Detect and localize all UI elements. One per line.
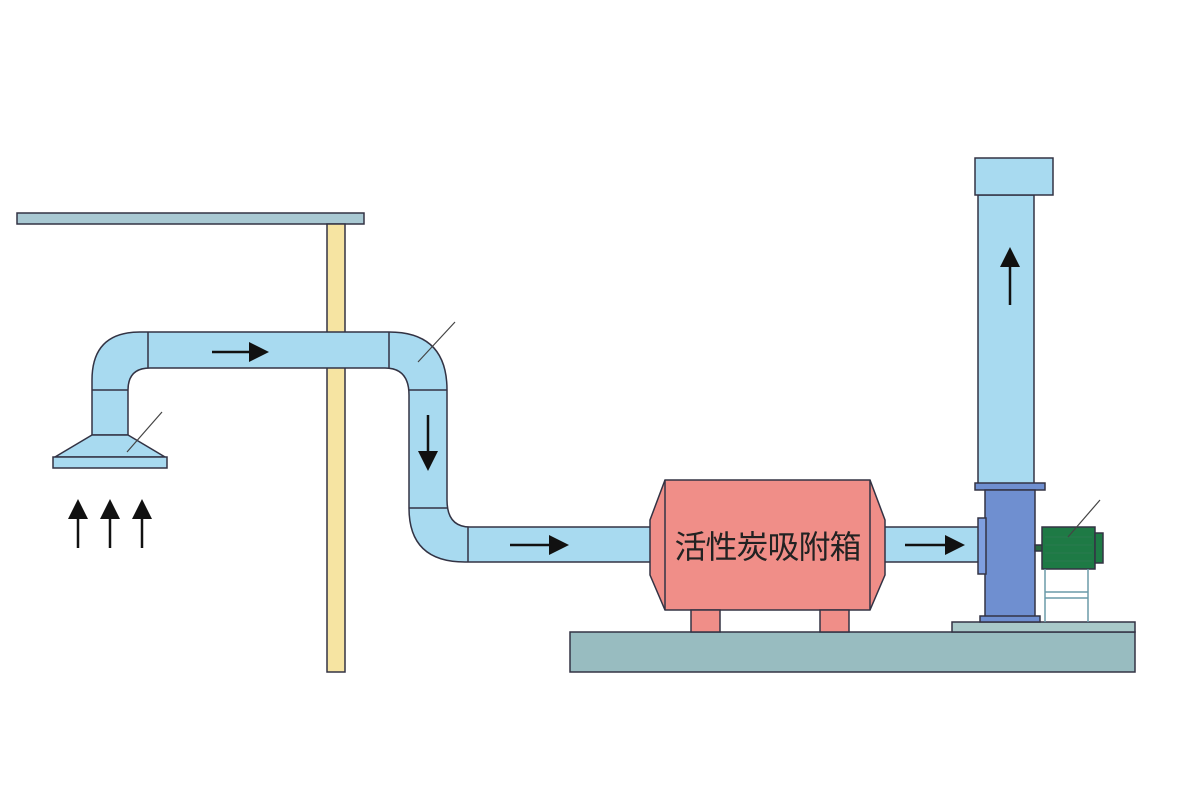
motor-stand (1044, 569, 1089, 622)
fan-foot (979, 615, 1041, 623)
exhaust-stack (977, 194, 1035, 486)
adsorption-box-label: 活性炭吸附箱 (674, 528, 861, 566)
duct (91, 331, 656, 563)
support-post (326, 223, 346, 673)
motor-end-cap (1094, 532, 1104, 564)
fan-base-plate (951, 621, 1136, 633)
fan-inlet (977, 517, 987, 575)
ceiling-beam (16, 212, 365, 225)
motor (1041, 526, 1096, 570)
fan-flange (974, 482, 1046, 491)
hood-rim (52, 456, 168, 469)
box-leg-left (690, 609, 721, 633)
suction-hood (52, 434, 168, 458)
base-platform (569, 631, 1136, 673)
leader-lines (126, 321, 1101, 538)
fan-housing (984, 489, 1036, 619)
box-leg-right (819, 609, 850, 633)
stack-cap (974, 157, 1054, 196)
